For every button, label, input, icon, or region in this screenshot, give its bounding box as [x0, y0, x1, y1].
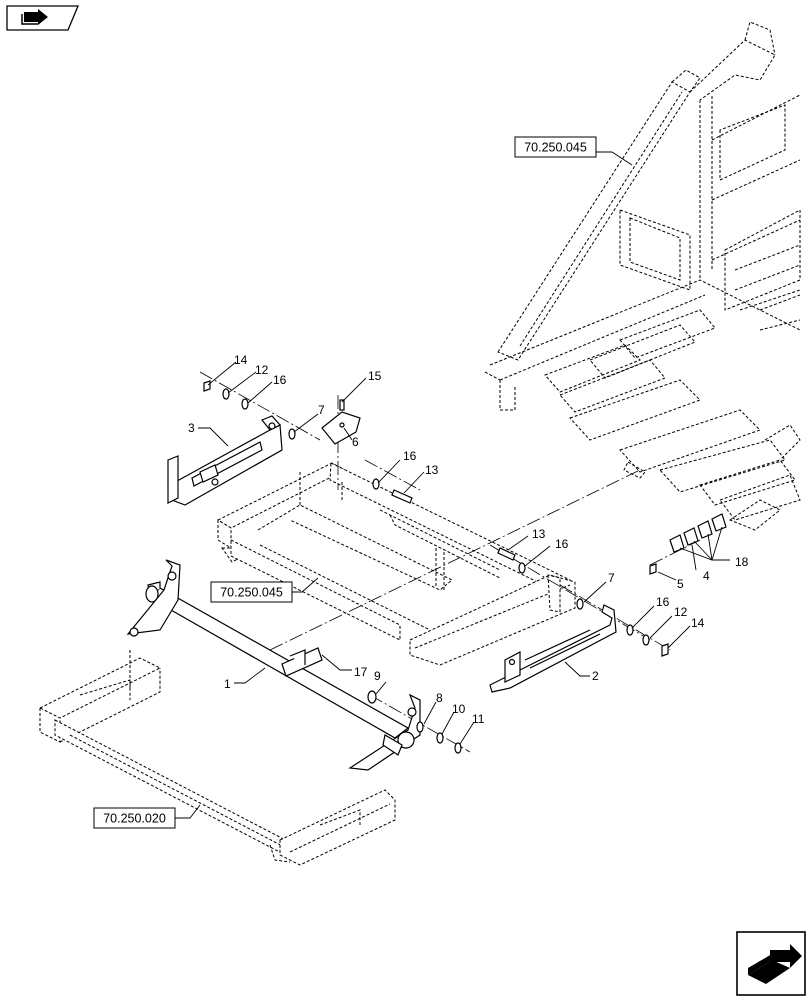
leader-lines — [175, 151, 730, 819]
callout-16: 16 — [656, 595, 670, 609]
callout-14: 14 — [234, 353, 248, 367]
part-6-plate — [321, 411, 361, 445]
reference-box-top[interactable]: 70.250.045 — [514, 136, 597, 158]
part-3-bracket — [167, 415, 283, 506]
callout-labels: 14 12 16 7 3 15 6 16 13 13 16 7 16 12 14… — [188, 353, 749, 726]
callout-11: 11 — [472, 712, 485, 726]
callout-13: 13 — [425, 463, 439, 477]
callout-12: 12 — [674, 605, 688, 619]
callout-6: 6 — [352, 435, 359, 449]
reference-label: 70.250.045 — [524, 141, 587, 155]
callout-16: 16 — [555, 537, 569, 551]
callout-9: 9 — [374, 669, 381, 683]
callout-10: 10 — [452, 702, 466, 716]
callout-7: 7 — [318, 403, 325, 417]
reference-box-bottom[interactable]: 70.250.020 — [93, 807, 176, 829]
callout-1: 1 — [224, 677, 231, 691]
upper-frame-dashed — [216, 462, 576, 666]
part-2-bracket — [489, 604, 617, 693]
callout-4: 4 — [703, 569, 710, 583]
callout-5: 5 — [677, 577, 684, 591]
previous-page-arrow-icon[interactable] — [6, 5, 79, 31]
callout-16: 16 — [403, 449, 417, 463]
callout-16: 16 — [273, 373, 287, 387]
baler-body-dashed — [484, 21, 801, 531]
callout-2: 2 — [592, 669, 599, 683]
callout-8: 8 — [436, 691, 443, 705]
callout-18: 18 — [735, 555, 749, 569]
callout-17: 17 — [354, 665, 368, 679]
callout-14: 14 — [691, 616, 705, 630]
lower-frame-dashed — [38, 650, 396, 866]
callout-15: 15 — [368, 369, 382, 383]
callout-12: 12 — [255, 363, 269, 377]
callout-3: 3 — [188, 421, 195, 435]
part-1-axle — [126, 559, 421, 771]
reference-label: 70.250.020 — [103, 812, 166, 826]
part-18-plates — [669, 513, 727, 553]
callout-7: 7 — [608, 571, 615, 585]
reference-label: 70.250.045 — [220, 586, 283, 600]
reference-box-middle[interactable]: 70.250.045 — [210, 581, 293, 603]
callout-13: 13 — [532, 527, 546, 541]
next-page-arrow-icon[interactable] — [736, 931, 806, 996]
fasteners — [203, 380, 669, 754]
